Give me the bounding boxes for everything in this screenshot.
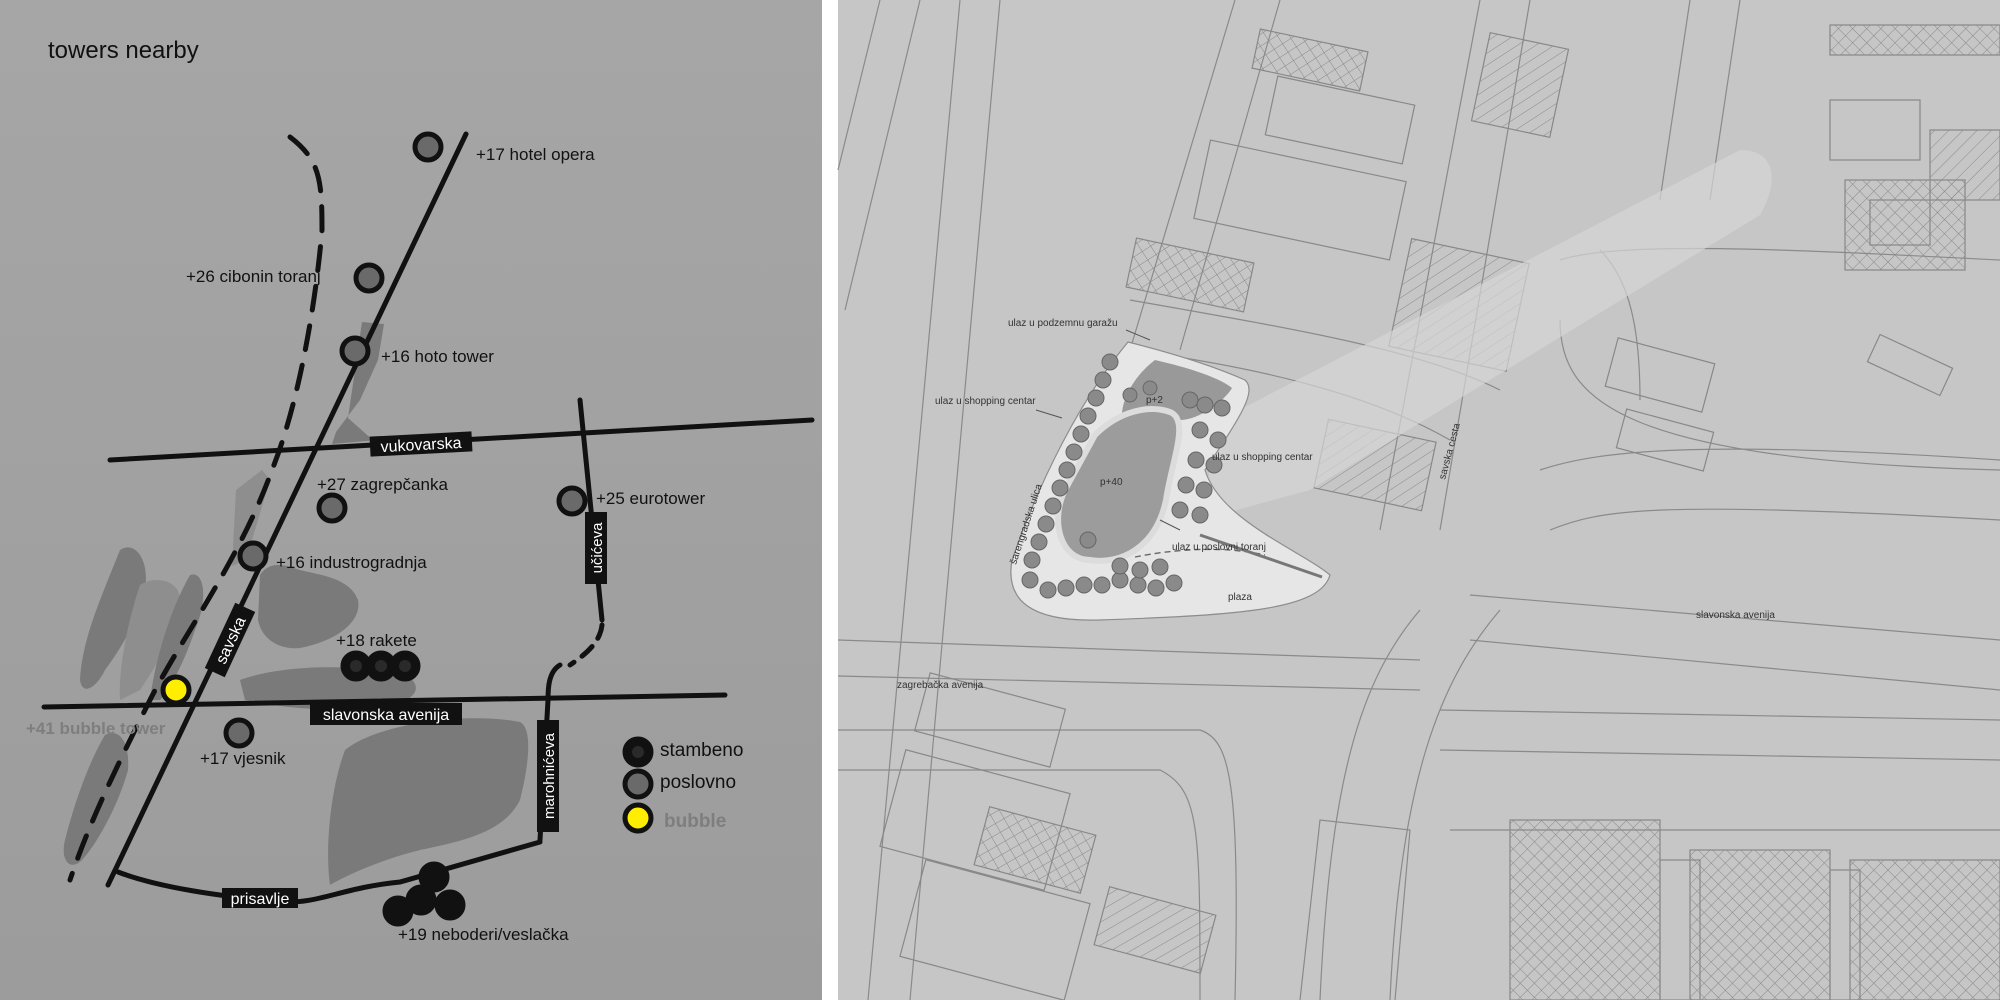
legend-business-label: poslovno [660,772,736,793]
legend-residential-label: stambeno [660,740,743,761]
zone-west-3 [150,574,204,700]
zone-south-east [328,718,529,885]
road-label-prisavlje: prisavlje [222,888,298,908]
label-garage-entry: ulaz u podzemnu garažu [1008,318,1118,329]
buildings [879,24,2000,1000]
tower-hotel-opera-marker[interactable] [412,131,444,163]
road-label-marohniceva-text: marohnićeva [541,732,558,819]
label-street-zagrebacka: zagrebačka avenija [897,680,984,691]
tower-hoto-label: +16 hoto tower [381,347,494,366]
tower-projection [1200,150,1772,520]
zone-west-4 [63,733,129,865]
left-panel: vukovarska savska slavonska avenija učić… [0,0,822,1000]
tower-vjesnik-marker[interactable] [223,717,255,749]
tower-eurotower-marker[interactable] [556,485,588,517]
zone-hoto [332,322,384,450]
road-slavonska [41,692,728,710]
river-dashed-line [67,134,325,883]
label-office-entry: ulaz u poslovni toranj [1172,542,1266,553]
tower-neboderi-markers[interactable] [382,861,466,927]
tower-zagrepcanka-marker[interactable] [316,492,348,524]
legend: stambeno poslovno bubble [622,736,743,834]
road-label-ucceva: učićeva [585,512,607,584]
tower-rakete-markers[interactable] [340,650,421,682]
trees [1021,353,1231,599]
panel-divider [822,0,838,1000]
page-title: towers nearby [48,37,199,64]
road-savska [105,131,469,888]
zone-west-1 [80,547,146,689]
road-marohniceva [537,662,563,843]
label-plaza: plaza [1228,592,1252,603]
road-label-ucceva-text: učićeva [589,522,606,574]
road-label-slavonska: slavonska avenija [310,703,462,725]
label-p40: p+40 [1100,477,1123,488]
zone-industro [258,565,359,649]
tower-zagrepcanka-label: +27 zagrepčanka [317,475,448,494]
road-label-vukovarska-text: vukovarska [380,435,462,456]
zones [63,322,529,885]
legend-bubble-label: bubble [664,811,726,832]
tower-hotel-opera-label: +17 hotel opera [476,145,595,164]
tower-bubble-marker[interactable] [160,674,192,706]
right-panel: ulaz u podzemnu garažu ulaz u shopping c… [837,0,2000,1000]
label-shopping-entry-right: ulaz u shopping centar [1212,452,1313,463]
legend-bubble-swatch [622,802,654,834]
road-label-slavonska-text: slavonska avenija [323,707,449,724]
tower-industrogradnja-marker[interactable] [237,540,269,572]
road-label-vukovarska: vukovarska [369,431,473,457]
label-p2: p+2 [1146,395,1163,406]
road-label-marohniceva: marohnićeva [537,720,559,832]
towers: +17 hotel opera +26 cibonin toranj +16 h… [26,131,705,944]
tower-vjesnik-label: +17 vjesnik [200,749,286,768]
tower-neboderi-label: +19 neboderi/veslačka [398,925,569,944]
tower-eurotower-label: +25 eurotower [596,489,705,508]
tower-bubble-label: +41 bubble tower [26,719,166,738]
site-plan [1010,341,1331,621]
tower-rakete-label: +18 rakete [336,631,417,650]
tower-industrogradnja-label: +16 industrogradnja [276,553,427,572]
zone-west-2 [119,580,180,700]
tower-cibonin-label: +26 cibonin toranj [186,267,321,286]
road-label-prisavlje-text: prisavlje [231,891,290,908]
legend-business-swatch [622,768,654,800]
label-shopping-entry-left: ulaz u shopping centar [935,396,1036,407]
tower-cibonin-marker[interactable] [353,262,385,294]
tower-hoto-marker[interactable] [339,335,371,367]
office-canopy [1199,533,1323,579]
road-ucceva-dashed [567,622,605,668]
label-street-slavonska: slavonska avenija [1696,610,1775,621]
building-p40 [1055,406,1183,564]
